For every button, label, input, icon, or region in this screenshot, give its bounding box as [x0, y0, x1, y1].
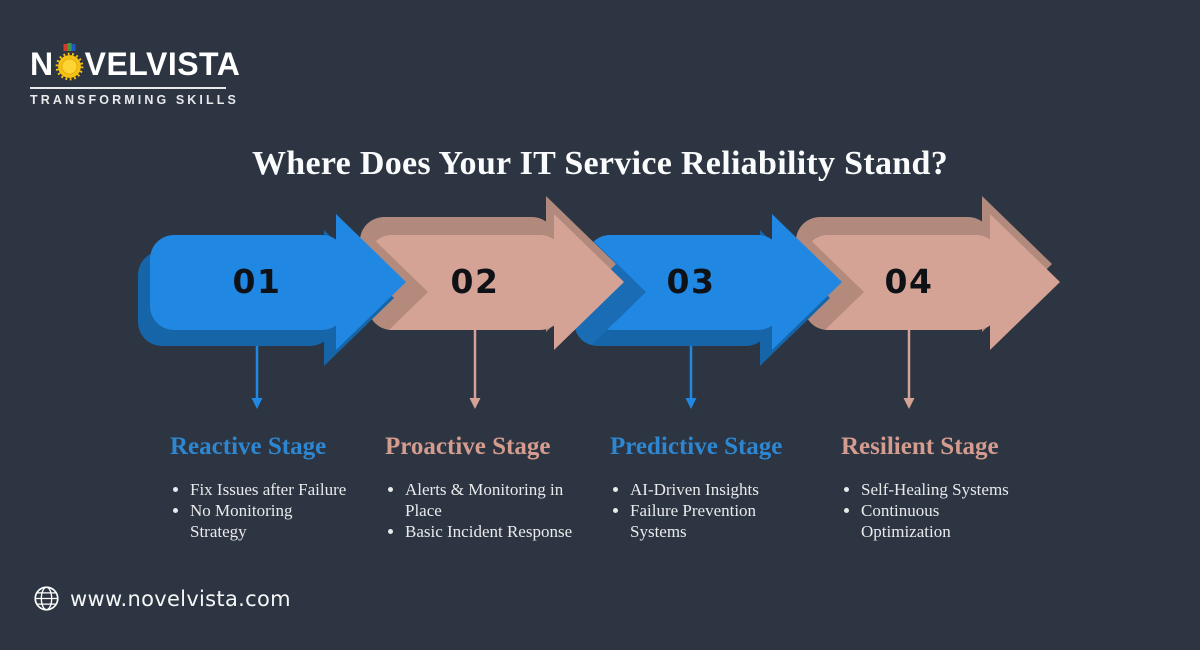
stage-column-resilient: Resilient Stage Self-Healing Systems Con… [841, 433, 1019, 542]
globe-icon [34, 586, 59, 611]
page-title: Where Does Your IT Service Reliability S… [251, 144, 949, 182]
stage-bullets-resilient: Self-Healing Systems Continuous Optimiza… [841, 479, 1019, 542]
bullet-item: Basic Incident Response [385, 521, 583, 542]
bullet-item: AI-Driven Insights [610, 479, 808, 500]
footer-website: www.novelvista.com [70, 586, 291, 611]
stage-arrow-04 [796, 196, 1060, 350]
logo-brand-suffix: VELVISTA [84, 46, 241, 82]
footer: www.novelvista.com [33, 585, 291, 612]
stage-column-reactive: Reactive Stage Fix Issues after Failure … [170, 433, 352, 542]
stage-number-02: 02 [450, 262, 500, 301]
logo-brand-name: N VELVISTA [30, 43, 241, 84]
bullet-item: Fix Issues after Failure [170, 479, 352, 500]
stage-heading-reactive: Reactive Stage [170, 433, 327, 460]
bullet-item: Continuous Optimization [841, 500, 1019, 542]
stage-number-01: 01 [232, 262, 282, 301]
stage-arrow-01 [138, 214, 406, 366]
stage-column-proactive: Proactive Stage Alerts & Monitoring in P… [385, 433, 583, 542]
bullet-item: Failure Prevention Systems [610, 500, 808, 542]
bullet-item: Alerts & Monitoring in Place [385, 479, 583, 521]
stage-heading-proactive: Proactive Stage [385, 433, 551, 460]
logo-tagline: TRANSFORMING SKILLS [30, 93, 239, 107]
stage-bullets-predictive: AI-Driven Insights Failure Prevention Sy… [610, 479, 808, 542]
novelvista-logo: N VELVISTA TRANSFORMING SKILLS [30, 43, 241, 107]
stage-heading-predictive: Predictive Stage [610, 433, 783, 460]
stage-bullets-proactive: Alerts & Monitoring in Place Basic Incid… [385, 479, 583, 542]
stage-bullets-reactive: Fix Issues after Failure No Monitoring S… [170, 479, 352, 542]
logo-divider [30, 87, 226, 89]
logo-brand-prefix: N [30, 46, 54, 82]
stage-heading-resilient: Resilient Stage [841, 433, 999, 460]
stage-column-predictive: Predictive Stage AI-Driven Insights Fail… [610, 433, 808, 542]
bullet-item: No Monitoring Strategy [170, 500, 352, 542]
stage-number-03: 03 [666, 262, 716, 301]
bullet-item: Self-Healing Systems [841, 479, 1019, 500]
stage-number-04: 04 [884, 262, 934, 301]
medal-icon [55, 43, 84, 81]
